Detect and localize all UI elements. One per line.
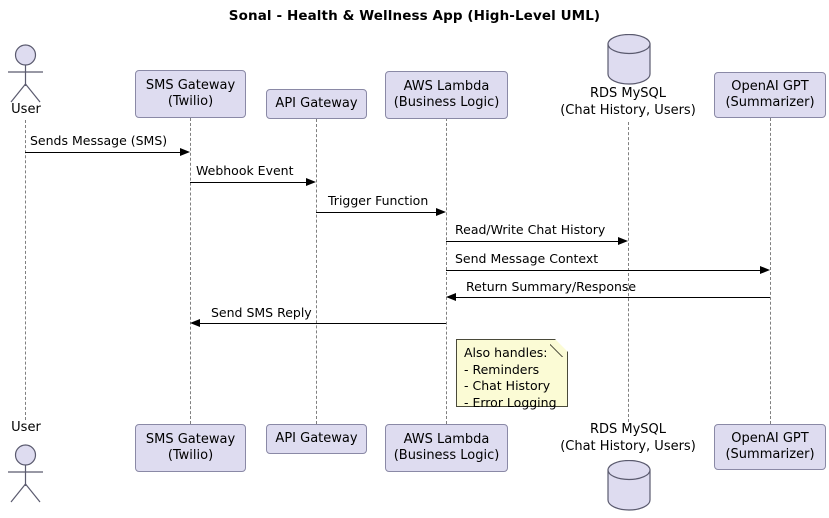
arrowhead-left-icon: [446, 292, 456, 301]
message-line-send-sms-reply: [200, 323, 446, 324]
participant-rds-mysql-top[interactable]: RDS MySQL (Chat History, Users): [528, 32, 728, 122]
message-label-webhook-event: Webhook Event: [196, 163, 294, 178]
participant-user-top[interactable]: User: [0, 38, 52, 120]
arrowhead-right-icon: [180, 147, 190, 156]
message-label-trigger-function: Trigger Function: [328, 193, 429, 208]
participant-label-line2: (Summarizer): [725, 95, 815, 110]
message-line-read-write-chat-history: [446, 241, 619, 242]
participant-sms-gateway-top[interactable]: SMS Gateway (Twilio): [135, 70, 246, 118]
participant-label-line2: (Twilio): [167, 448, 214, 463]
participant-aws-lambda-top[interactable]: AWS Lambda (Business Logic): [385, 71, 508, 119]
participant-label-line1: SMS Gateway: [145, 77, 236, 93]
participant-label-user-bottom: User: [11, 420, 41, 435]
arrowhead-right-icon: [618, 236, 628, 245]
participant-label-line2: (Business Logic): [393, 95, 500, 110]
participant-label-line1: AWS Lambda: [403, 78, 490, 94]
actor-figure-icon: [8, 44, 43, 103]
message-line-webhook-event: [190, 182, 307, 183]
message-label-send-sms-reply: Send SMS Reply: [211, 305, 312, 320]
participant-label-line2: (Chat History, Users): [560, 439, 696, 454]
note-also-handles: Also handles: - Reminders - Chat History…: [456, 339, 568, 410]
participant-rds-mysql-bottom[interactable]: RDS MySQL (Chat History, Users): [528, 422, 728, 514]
participant-label-line2: (Business Logic): [393, 448, 500, 463]
participant-label-line1: OpenAI GPT: [731, 78, 809, 94]
lifeline-openai-gpt: [770, 118, 771, 424]
participant-user-bottom[interactable]: User: [0, 420, 52, 510]
participant-api-gateway-bottom[interactable]: API Gateway: [266, 424, 367, 454]
participant-label-line1: API Gateway: [275, 95, 358, 111]
message-label-return-summary-response: Return Summary/Response: [466, 279, 637, 294]
participant-openai-gpt-top[interactable]: OpenAI GPT (Summarizer): [714, 72, 826, 118]
participant-label-line1: OpenAI GPT: [731, 430, 809, 446]
message-line-send-message-context: [446, 270, 761, 271]
participant-sms-gateway-bottom[interactable]: SMS Gateway (Twilio): [135, 424, 246, 472]
message-label-send-message-context: Send Message Context: [455, 251, 599, 266]
participant-label-line1: RDS MySQL: [589, 422, 667, 437]
arrowhead-right-icon: [436, 207, 446, 216]
lifeline-user: [25, 120, 26, 420]
message-line-trigger-function: [316, 212, 437, 213]
page-title: Sonal - Health & Wellness App (High-Leve…: [228, 8, 601, 24]
lifeline-api-gateway: [316, 119, 317, 424]
lifeline-sms-gateway: [190, 118, 191, 424]
participant-label-line2: (Twilio): [167, 94, 214, 109]
message-label-sends-message-sms: Sends Message (SMS): [30, 133, 168, 148]
note-item: - Reminders: [464, 361, 540, 377]
participant-label-line2: (Summarizer): [725, 447, 815, 462]
note-fold-edge-icon: [550, 339, 568, 357]
participant-api-gateway-top[interactable]: API Gateway: [266, 89, 367, 119]
participant-openai-gpt-bottom[interactable]: OpenAI GPT (Summarizer): [714, 424, 826, 470]
participant-label-line1: API Gateway: [275, 430, 358, 446]
arrowhead-left-icon: [190, 318, 200, 327]
note-item: - Chat History: [464, 378, 551, 393]
arrowhead-right-icon: [760, 265, 770, 274]
database-cylinder-icon: [607, 34, 651, 85]
participant-label-line2: (Chat History, Users): [560, 103, 696, 118]
message-label-read-write-chat-history: Read/Write Chat History: [455, 222, 606, 237]
message-line-sends-message-sms: [25, 152, 181, 153]
arrowhead-right-icon: [306, 177, 316, 186]
database-cylinder-icon: [607, 460, 651, 511]
note-title: Also handles:: [464, 345, 548, 360]
participant-aws-lambda-bottom[interactable]: AWS Lambda (Business Logic): [385, 424, 508, 472]
participant-label-line1: AWS Lambda: [403, 431, 490, 447]
actor-figure-icon: [8, 444, 43, 503]
participant-label-user-top: User: [11, 102, 41, 117]
message-line-return-summary-response: [456, 297, 770, 298]
note-item: - Error Logging: [464, 394, 557, 410]
participant-label-line1: SMS Gateway: [145, 431, 236, 447]
lifeline-rds-mysql: [628, 122, 629, 422]
lifeline-aws-lambda: [446, 118, 447, 424]
participant-label-line1: RDS MySQL: [589, 86, 667, 101]
